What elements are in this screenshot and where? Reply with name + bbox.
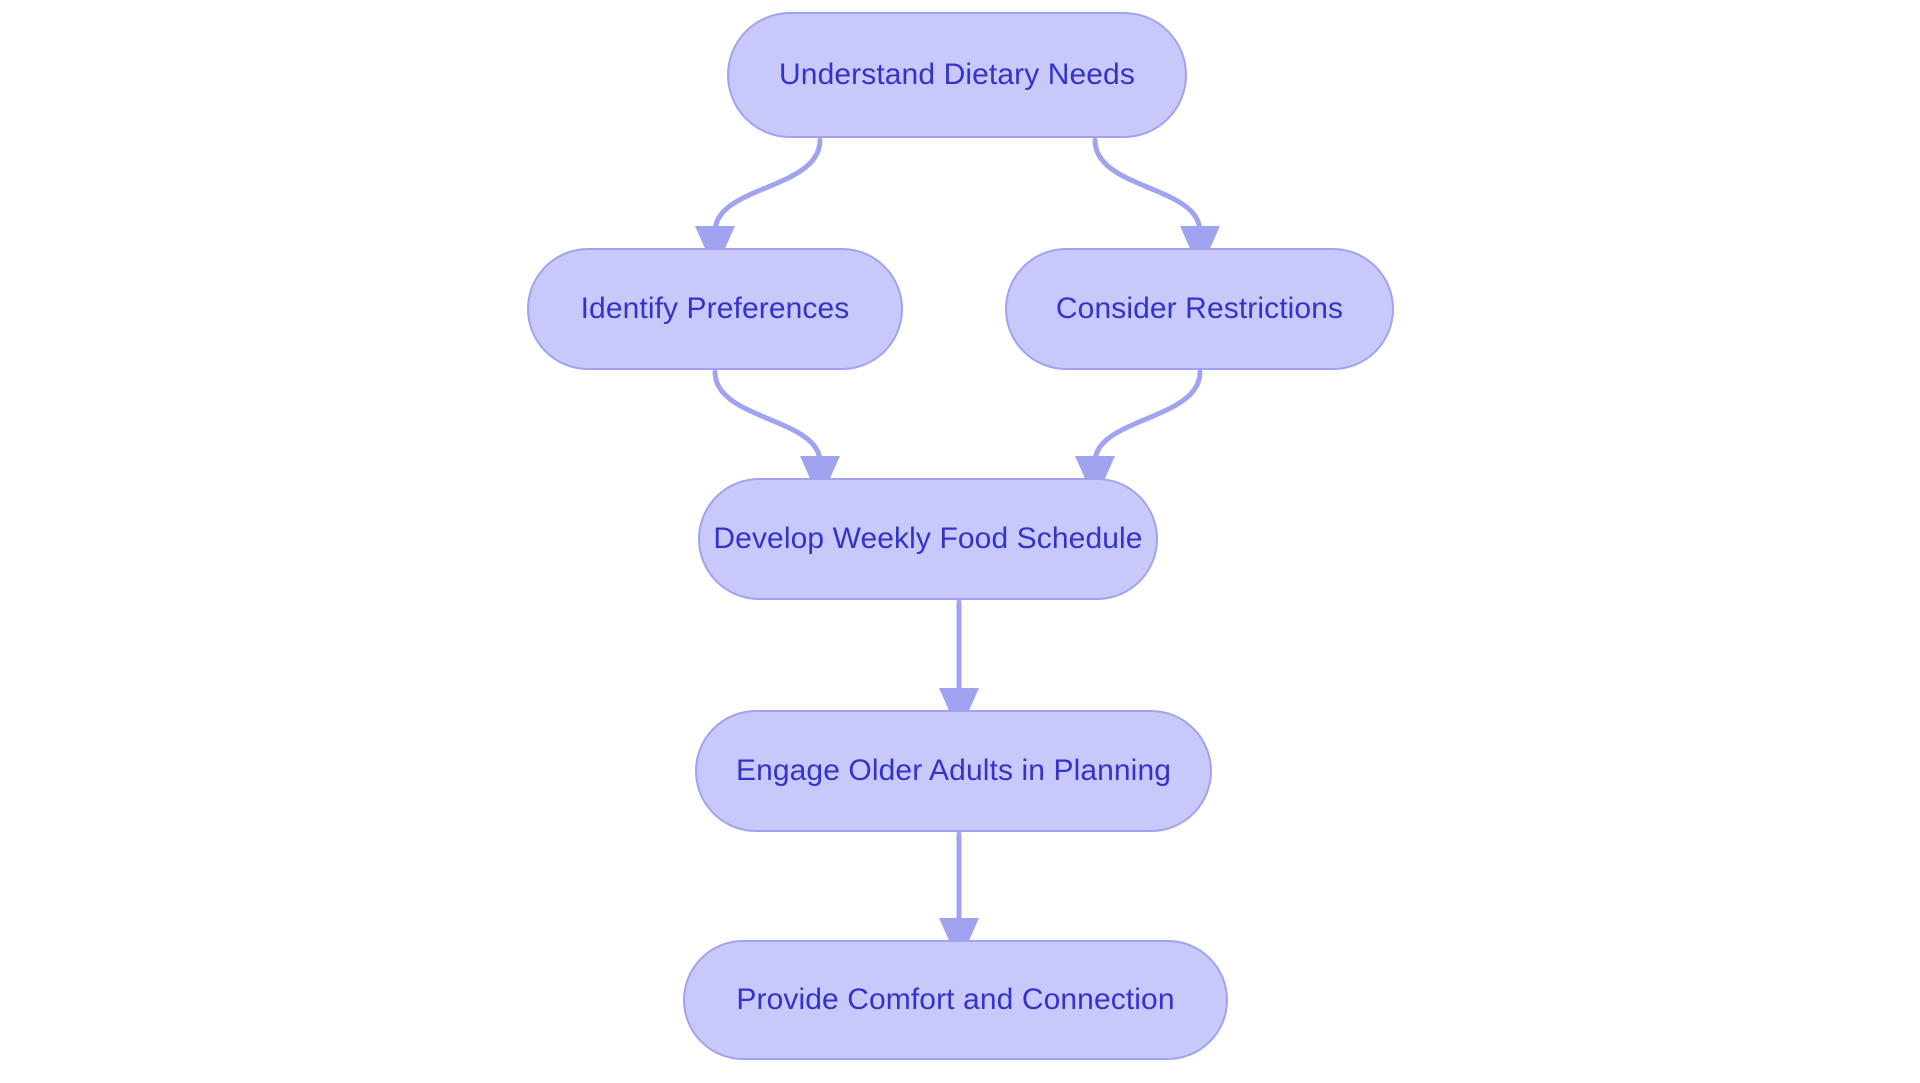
flow-node-label: Understand Dietary Needs (779, 58, 1135, 91)
edge-restrictions-to-schedule (1075, 369, 1203, 501)
edge-needs-to-restrictions (1092, 137, 1220, 271)
flow-node-label: Develop Weekly Food Schedule (713, 522, 1143, 555)
edge-preferences-to-schedule (712, 369, 840, 501)
flow-node-engage-older-adults-in-planning[interactable]: Engage Older Adults in Planning (695, 710, 1212, 832)
flow-node-label: Consider Restrictions (1055, 292, 1344, 325)
flow-node-consider-restrictions[interactable]: Consider Restrictions (1005, 248, 1394, 370)
flow-node-provide-comfort-and-connection[interactable]: Provide Comfort and Connection (683, 940, 1228, 1060)
flow-node-label: Provide Comfort and Connection (736, 983, 1175, 1016)
flow-node-develop-weekly-food-schedule[interactable]: Develop Weekly Food Schedule (698, 478, 1158, 600)
flow-node-label: Identify Preferences (580, 292, 850, 325)
edge-needs-to-preferences (695, 137, 823, 271)
flow-node-identify-preferences[interactable]: Identify Preferences (527, 248, 903, 370)
flow-node-understand-dietary-needs[interactable]: Understand Dietary Needs (727, 12, 1187, 138)
flow-node-label: Engage Older Adults in Planning (735, 754, 1172, 787)
